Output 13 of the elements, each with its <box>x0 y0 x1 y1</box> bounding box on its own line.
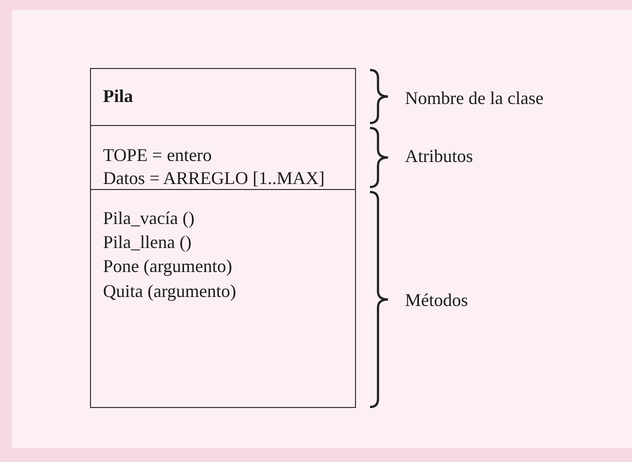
attribute-text: Datos = ARREGLO [1..MAX] <box>103 167 325 189</box>
section-label: Nombre de la clase <box>405 87 544 109</box>
method-text: Pila_vacía () <box>103 207 194 229</box>
section-label: Métodos <box>405 289 468 311</box>
methods-section <box>90 189 356 408</box>
class-name-section <box>90 68 356 126</box>
method-text: Pone (argumento) <box>103 255 232 277</box>
method-text: Pila_llena () <box>103 231 192 253</box>
section-label: Atributos <box>405 145 474 167</box>
method-text: Quita (argumento) <box>103 280 236 302</box>
attributes-section <box>90 125 356 190</box>
attribute-text: TOPE = entero <box>103 144 212 166</box>
class-name: Pila <box>103 85 133 107</box>
